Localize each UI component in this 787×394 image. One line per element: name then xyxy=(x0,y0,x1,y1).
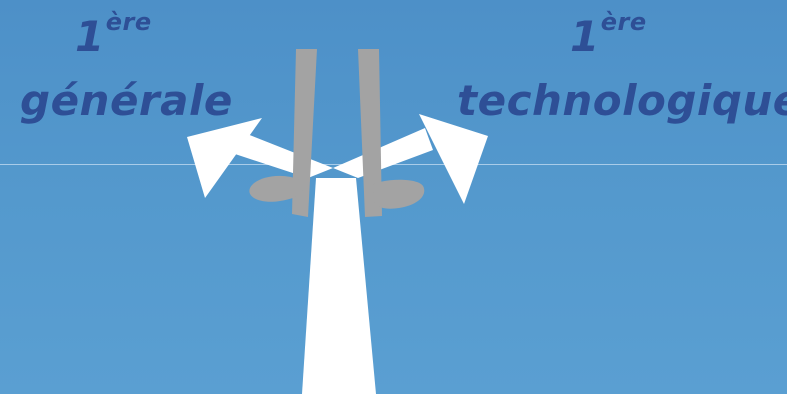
right-shoe xyxy=(373,179,425,209)
right-leg xyxy=(358,49,382,217)
left-track-label: générale xyxy=(20,76,233,125)
right-track-label: technologique xyxy=(457,76,787,125)
left-grade-number: 1 xyxy=(75,12,105,61)
left-leg xyxy=(292,49,317,217)
right-grade-number: 1 xyxy=(570,12,600,61)
right-grade-suffix: ère xyxy=(600,8,647,36)
left-grade-label: 1ère xyxy=(75,10,152,58)
road-stem xyxy=(302,178,376,394)
left-grade-suffix: ère xyxy=(105,8,152,36)
right-arrow-icon xyxy=(333,114,488,204)
right-grade-label: 1ère xyxy=(570,10,647,58)
left-shoe xyxy=(249,175,303,202)
standing-feet-icon xyxy=(249,49,425,217)
